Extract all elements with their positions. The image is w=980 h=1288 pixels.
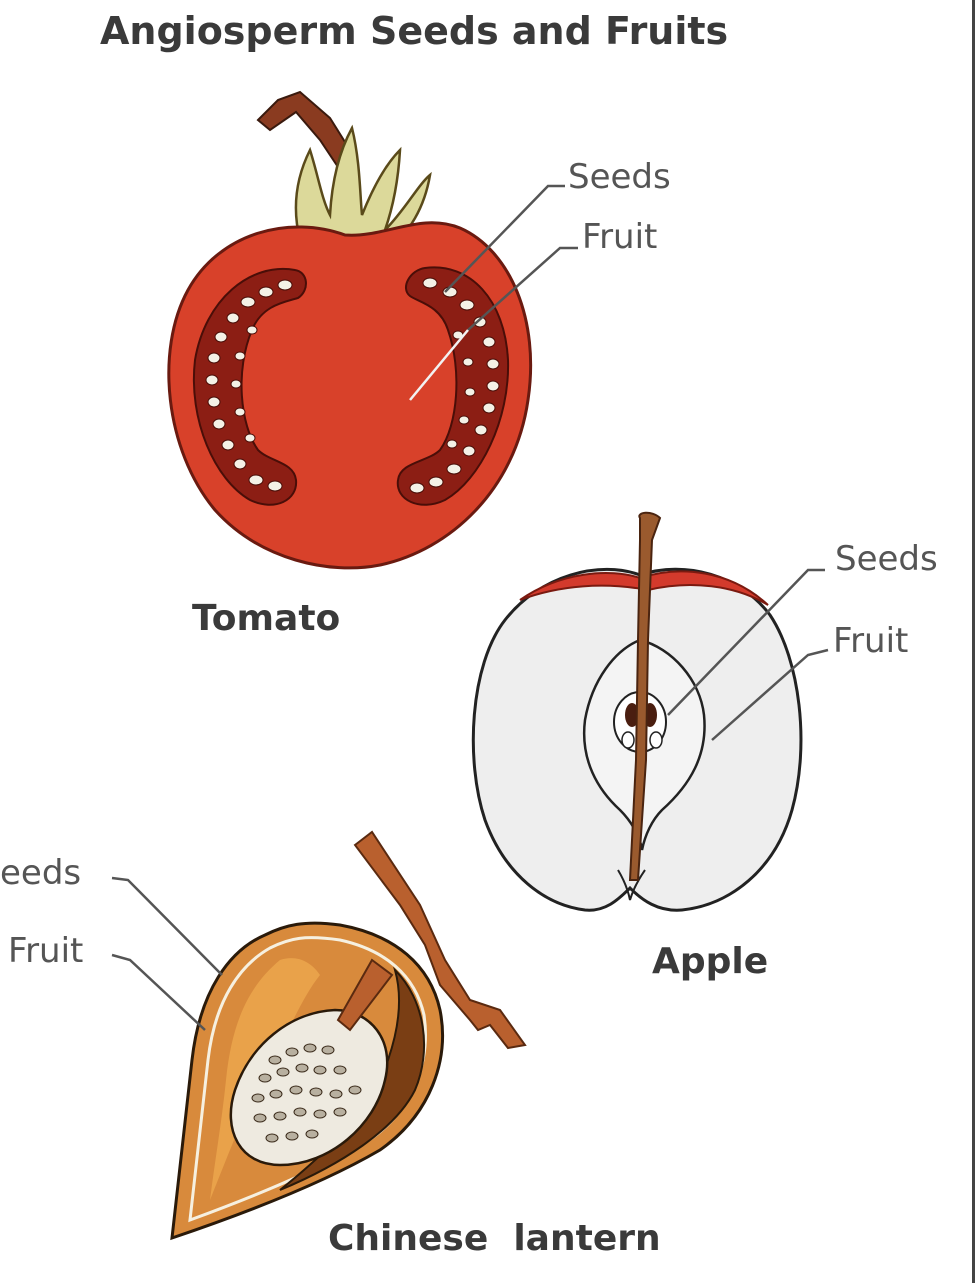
lantern-fruit-label: Fruit xyxy=(8,931,83,971)
tomato-seeds-leader xyxy=(444,184,565,293)
lantern-seeds xyxy=(251,1043,362,1143)
tomato-illustration xyxy=(167,90,578,570)
tomato-fruit-label: Fruit xyxy=(582,217,657,257)
lantern-fruit-leader xyxy=(111,953,206,1031)
lantern-seeds-label: eeds xyxy=(0,853,81,893)
lantern-caption: Chinese lantern xyxy=(328,1218,661,1259)
apple-fruit-leader xyxy=(711,648,829,741)
tomato-calyx xyxy=(294,124,432,259)
apple-fruit-label: Fruit xyxy=(833,621,908,661)
diagram-title: Angiosperm Seeds and Fruits xyxy=(100,9,728,53)
lantern-seeds-leader xyxy=(111,876,223,976)
tomato-fruit-leader-inner xyxy=(409,329,469,401)
lantern-branch xyxy=(353,830,527,1050)
lantern-berry xyxy=(229,1008,389,1167)
tomato-seeds xyxy=(205,277,500,494)
apple-seeds-leader xyxy=(667,568,825,716)
tomato-caption: Tomato xyxy=(192,598,340,639)
tomato-fruit-leader xyxy=(467,246,578,331)
apple-caption: Apple xyxy=(652,941,768,982)
apple-illustration xyxy=(471,511,829,912)
tomato-stem xyxy=(256,90,352,172)
apple-seeds-label: Seeds xyxy=(835,539,938,579)
tomato-seeds-label: Seeds xyxy=(568,157,671,197)
lantern-illustration xyxy=(111,830,527,1241)
apple-stem xyxy=(628,511,662,881)
lantern-dark-wall xyxy=(279,966,426,1191)
right-border xyxy=(972,0,975,1283)
